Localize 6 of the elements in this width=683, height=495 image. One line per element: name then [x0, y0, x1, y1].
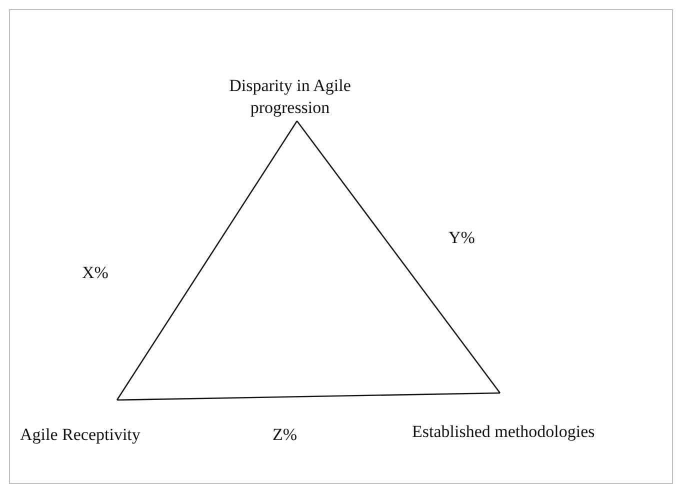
triangle-side [116, 392, 500, 401]
vertex-label: Disparity in Agile progression [210, 75, 370, 119]
vertex-label: Agile Receptivity [20, 424, 200, 446]
vertex-label: Established methodologies [412, 421, 677, 443]
triangle-side [116, 120, 298, 400]
triangle-side [296, 120, 501, 394]
